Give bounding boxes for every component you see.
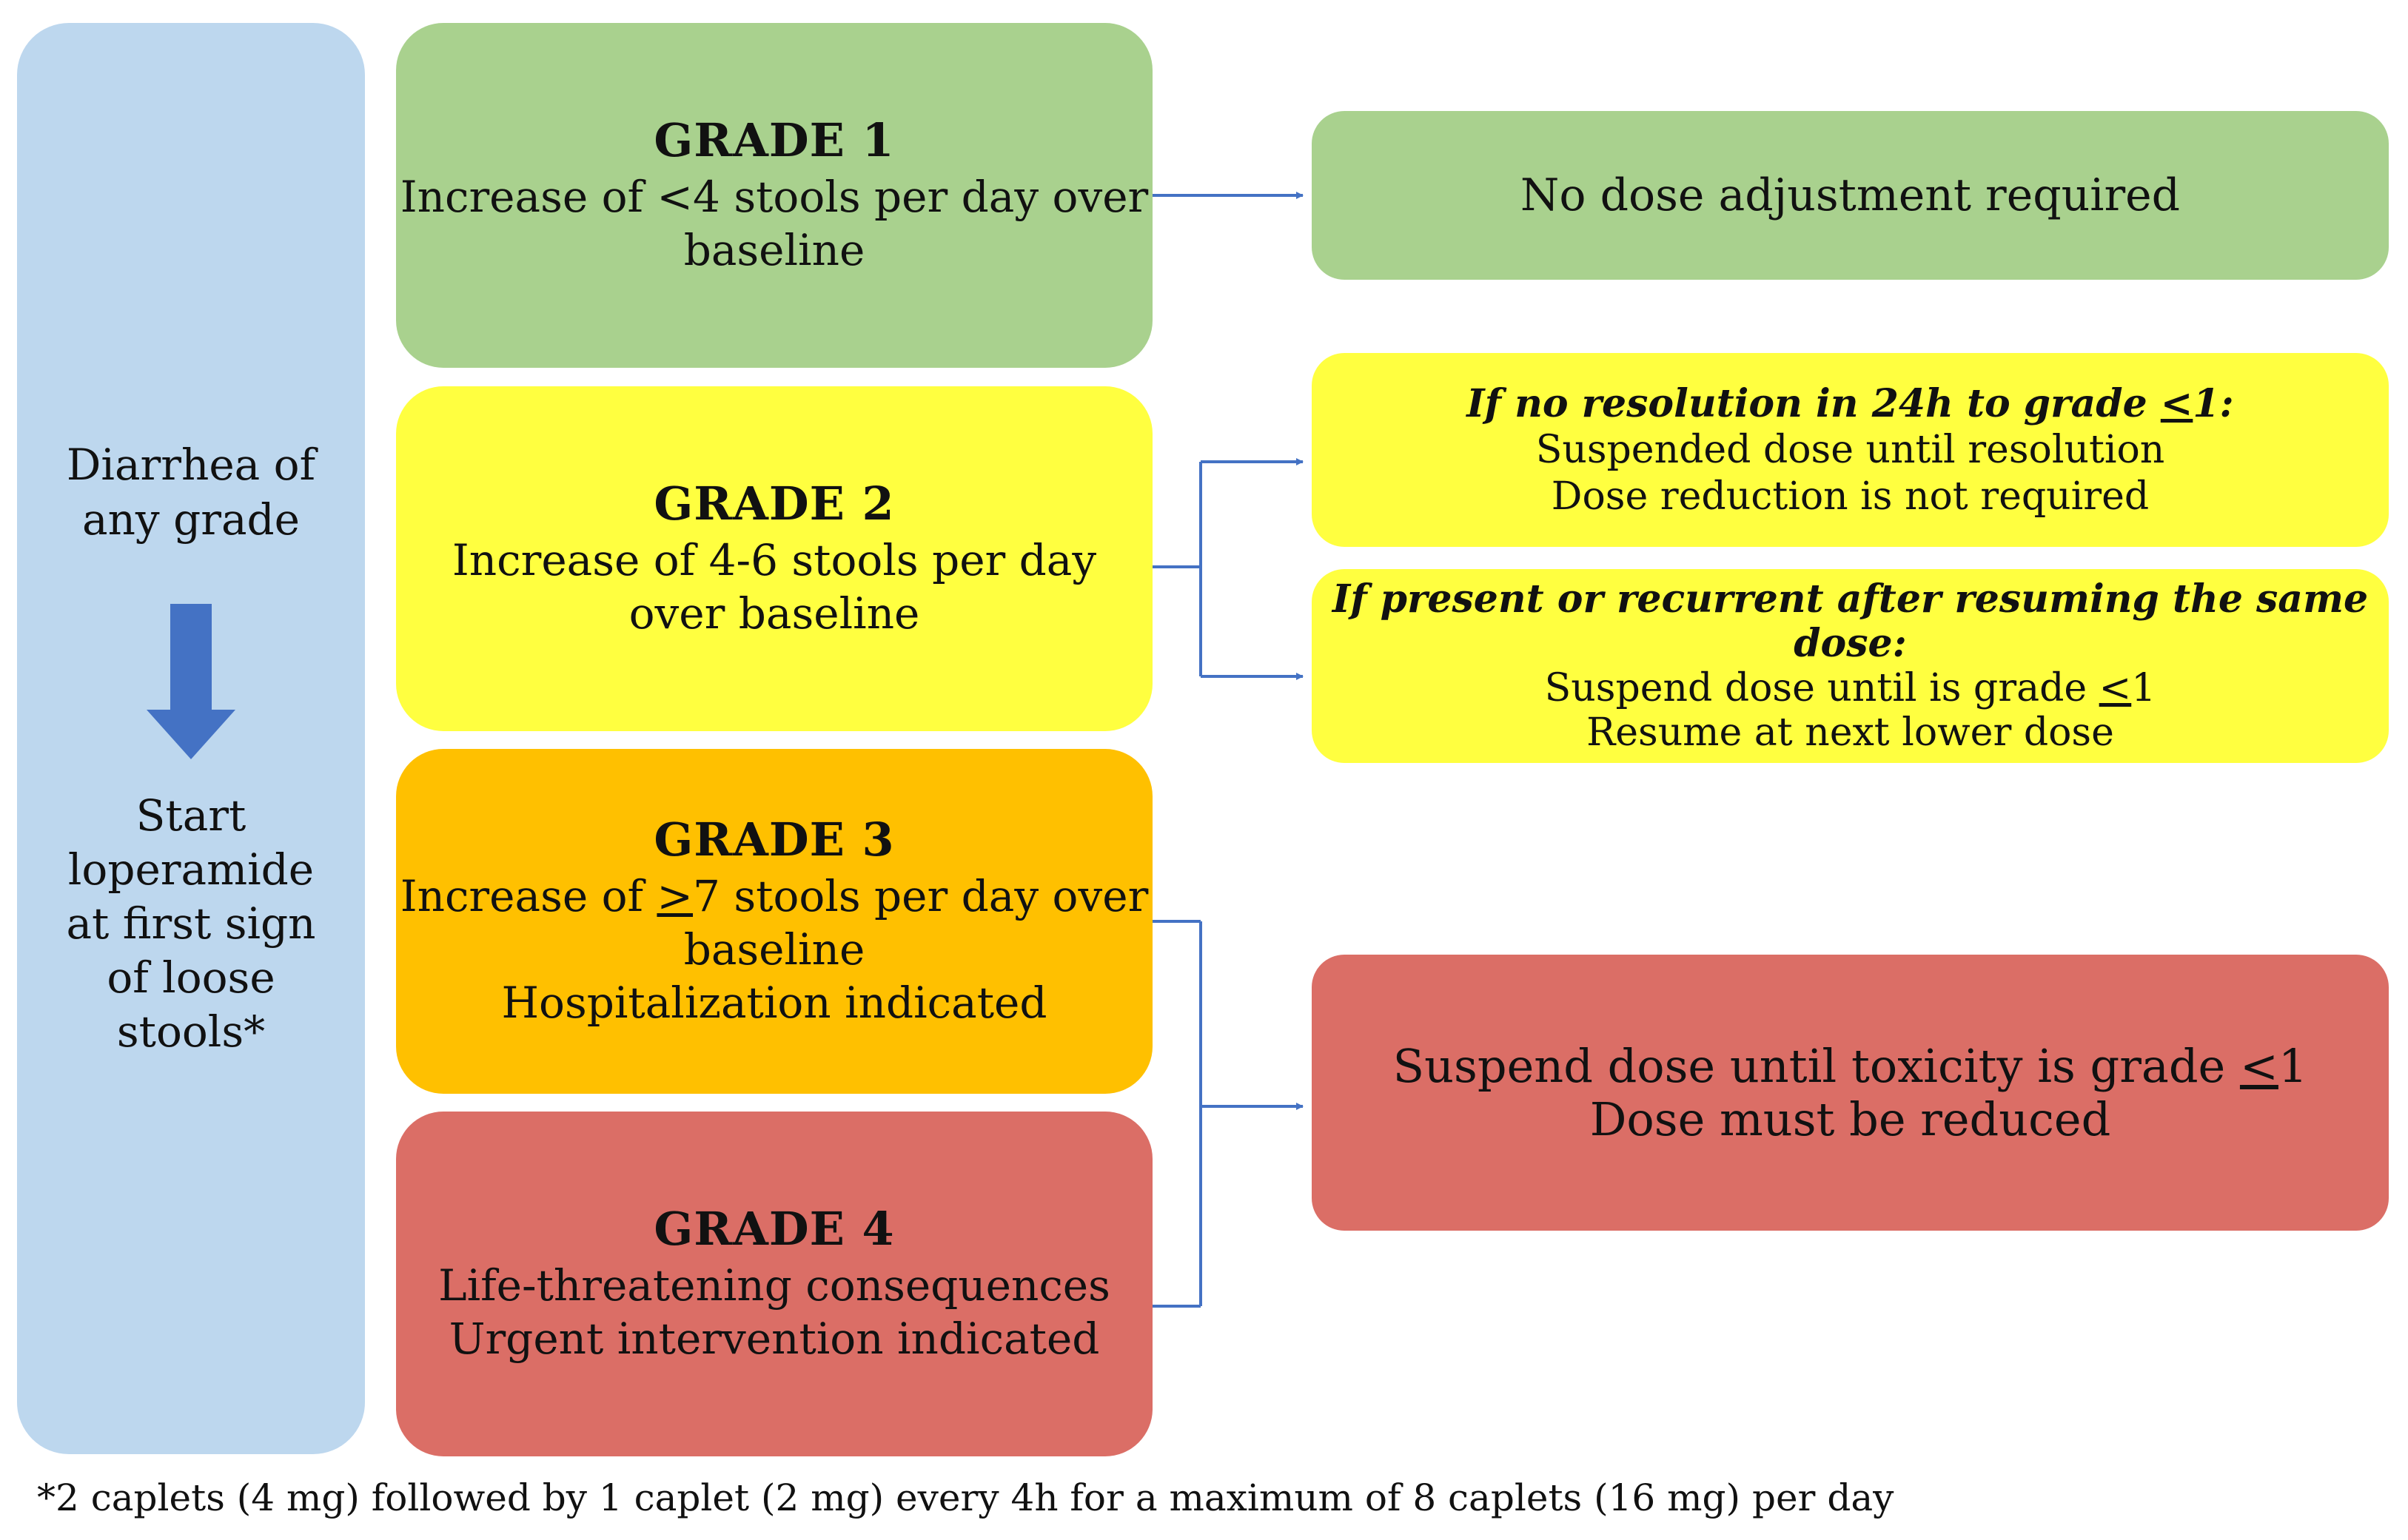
left-bottom-line: stools* bbox=[116, 1006, 266, 1057]
outcome-text: No dose adjustment required bbox=[1520, 169, 2181, 221]
grade-description-line: over baseline bbox=[628, 588, 920, 639]
outcome-line: Suspended dose until resolution bbox=[1535, 427, 2165, 472]
grade-description-line: Urgent intervention indicated bbox=[449, 1314, 1100, 1364]
grade-description-line: Hospitalization indicated bbox=[501, 978, 1047, 1028]
grade-1-box: GRADE 1 Increase of <4 stools per day ov… bbox=[396, 23, 1153, 368]
grade-description-line: baseline bbox=[683, 924, 865, 975]
outcome-line: Suspend dose until is grade <1 bbox=[1544, 666, 2156, 710]
grade-description-line: Life-threatening consequences bbox=[438, 1260, 1110, 1311]
grade-description-line: Increase of <4 stools per day over bbox=[400, 172, 1149, 222]
left-top-line2: any grade bbox=[81, 494, 301, 545]
grade-4-box: GRADE 4 Life-threatening consequences Ur… bbox=[396, 1112, 1153, 1456]
footnote: *2 caplets (4 mg) followed by 1 caplet (… bbox=[37, 1476, 1894, 1519]
outcome-grade2b-box: If present or recurrent after resuming t… bbox=[1312, 569, 2389, 763]
grade-description-line: baseline bbox=[683, 225, 865, 275]
outcome-grade1-box: No dose adjustment required bbox=[1312, 111, 2389, 280]
left-panel-bottom-text: Start loperamide at first sign of loose … bbox=[17, 789, 365, 1059]
down-arrow-icon bbox=[147, 604, 235, 759]
left-bottom-line: of loose bbox=[107, 952, 275, 1003]
grade-title: GRADE 2 bbox=[654, 477, 895, 531]
left-bottom-line: loperamide bbox=[67, 844, 315, 895]
outcome-line: Dose reduction is not required bbox=[1551, 474, 2150, 519]
left-top-line1: Diarrhea of bbox=[66, 440, 316, 490]
grade-3-box: GRADE 3 Increase of >7 stools per day ov… bbox=[396, 749, 1153, 1094]
grade-title: GRADE 4 bbox=[654, 1202, 895, 1256]
outcome-line: Suspend dose until toxicity is grade <1 bbox=[1392, 1038, 2308, 1093]
outcome-line: Dose must be reduced bbox=[1589, 1092, 2111, 1146]
outcome-grade2a-box: If no resolution in 24h to grade <1: Sus… bbox=[1312, 353, 2389, 547]
left-bottom-line: at first sign bbox=[66, 898, 316, 949]
grade-title: GRADE 3 bbox=[654, 813, 895, 867]
outcome-grade34-box: Suspend dose until toxicity is grade <1 … bbox=[1312, 955, 2389, 1231]
outcome-line: Resume at next lower dose bbox=[1586, 710, 2114, 755]
left-panel: Diarrhea of any grade Start loperamide a… bbox=[17, 23, 365, 1454]
grade-description-line: Increase of 4-6 stools per day bbox=[452, 535, 1097, 585]
grade-description-line: Increase of >7 stools per day over bbox=[400, 871, 1149, 921]
left-panel-top-text: Diarrhea of any grade bbox=[17, 437, 365, 547]
grade-2-box: GRADE 2 Increase of 4-6 stools per day o… bbox=[396, 386, 1153, 731]
outcome-heading: If no resolution in 24h to grade <1: bbox=[1466, 380, 2234, 426]
left-bottom-line: Start bbox=[135, 790, 246, 841]
grade-title: GRADE 1 bbox=[654, 113, 895, 167]
outcome-heading: If present or recurrent after resuming t… bbox=[1332, 576, 2369, 666]
